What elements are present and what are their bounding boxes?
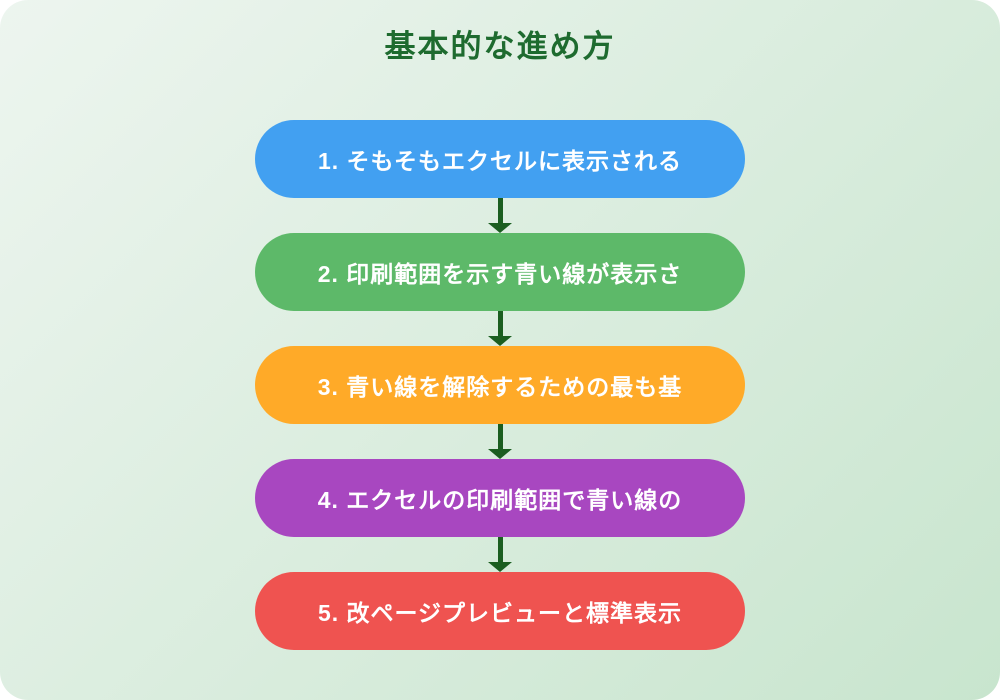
step-1-label: 1. そもそもエクセルに表示される bbox=[317, 148, 683, 174]
step-2: 2. 印刷範囲を示す青い線が表示さ bbox=[255, 233, 745, 311]
arrow-head bbox=[488, 223, 512, 233]
arrow-head bbox=[488, 449, 512, 459]
step-3: 3. 青い線を解除するための最も基 bbox=[255, 346, 745, 424]
step-3-label: 3. 青い線を解除するための最も基 bbox=[317, 374, 683, 400]
flowchart: 1. そもそもエクセルに表示される 2. 印刷範囲を示す青い線が表示さ 3. 青… bbox=[0, 120, 1000, 650]
down-arrow-icon bbox=[488, 424, 512, 459]
step-5-label: 5. 改ページプレビューと標準表示 bbox=[317, 600, 683, 626]
arrow-line bbox=[497, 537, 503, 563]
step-5: 5. 改ページプレビューと標準表示 bbox=[255, 572, 745, 650]
down-arrow-icon bbox=[488, 537, 512, 572]
down-arrow-icon bbox=[488, 311, 512, 346]
step-1: 1. そもそもエクセルに表示される bbox=[255, 120, 745, 198]
arrow-line bbox=[497, 198, 503, 224]
step-4: 4. エクセルの印刷範囲で青い線の bbox=[255, 459, 745, 537]
arrow-head bbox=[488, 336, 512, 346]
step-4-label: 4. エクセルの印刷範囲で青い線の bbox=[317, 487, 683, 513]
arrow-head bbox=[488, 562, 512, 572]
page-title: 基本的な進め方 bbox=[384, 29, 616, 64]
down-arrow-icon bbox=[488, 198, 512, 233]
arrow-line bbox=[497, 311, 503, 337]
arrow-line bbox=[497, 424, 503, 450]
step-2-label: 2. 印刷範囲を示す青い線が表示さ bbox=[317, 261, 683, 287]
